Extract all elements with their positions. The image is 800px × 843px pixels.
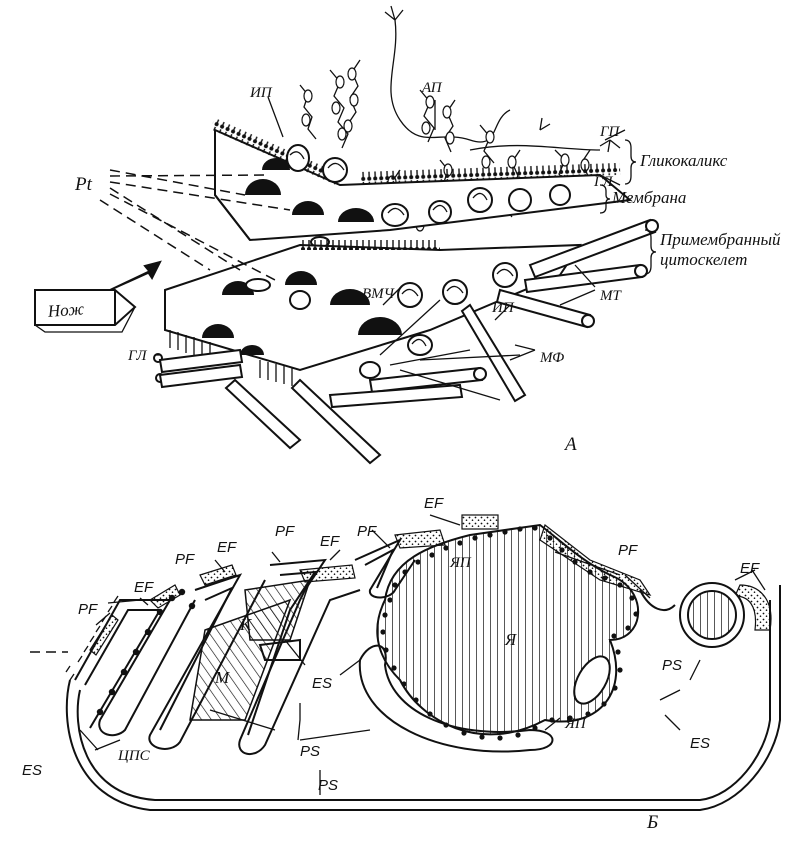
vmch-label: ВМЧ bbox=[362, 286, 396, 302]
glycocalyx-label: Гликокаликс bbox=[639, 151, 728, 170]
ps-bottom-label: PS bbox=[318, 777, 338, 794]
gl-right-label: ГЛ bbox=[593, 174, 613, 190]
ip-bottom-label: ИП bbox=[491, 300, 515, 316]
ef-2-label: EF bbox=[217, 539, 237, 556]
right-vesicle bbox=[679, 582, 745, 648]
yap-top-label: ЯП bbox=[449, 555, 472, 571]
label-braces bbox=[155, 96, 657, 361]
nucleus bbox=[376, 523, 640, 736]
ap-label: АП bbox=[421, 80, 443, 96]
pf-5-label: PF bbox=[618, 542, 638, 559]
ip-top-label: ИП bbox=[249, 85, 273, 101]
knife bbox=[34, 260, 162, 333]
gp-label: ГП bbox=[599, 124, 621, 140]
k-label: К bbox=[239, 615, 253, 634]
ps-fold bbox=[358, 644, 554, 753]
es-mid-label: ES bbox=[312, 675, 332, 692]
ef-3-label: EF bbox=[320, 533, 340, 550]
k-region bbox=[244, 579, 312, 641]
cps-ticks bbox=[65, 595, 119, 681]
es-left-label: ES bbox=[22, 762, 42, 779]
panel-a-letter: А bbox=[563, 434, 577, 455]
panel-b-illustration: EF EF EF EF EF PF PF PF PF PF ЯП ЯП Я К … bbox=[22, 495, 781, 833]
cps-particles bbox=[96, 588, 196, 716]
knife-label: Нож bbox=[46, 299, 85, 321]
gl-left-label: ГЛ bbox=[127, 348, 147, 364]
panel-b-leaders bbox=[79, 514, 766, 795]
microfilaments bbox=[379, 299, 521, 401]
pt-leader-lines bbox=[99, 169, 291, 281]
ps-right-label: PS bbox=[662, 657, 682, 674]
pf-2-label: PF bbox=[175, 551, 195, 568]
ef-1-label: EF bbox=[134, 579, 154, 596]
panel-a-illustration: Pt Нож ИП АП ГП ГЛ Гликокаликс Мембрана … bbox=[34, 5, 781, 465]
es-right-label: ES bbox=[690, 735, 710, 752]
cytoskeleton-label-2: цитоскелет bbox=[660, 250, 747, 269]
yap-bottom-label: ЯП bbox=[564, 716, 587, 732]
cps-label: ЦПС bbox=[117, 748, 151, 764]
mf-label: МФ bbox=[539, 350, 564, 366]
cell-outline bbox=[65, 585, 781, 811]
nucleus-inner-vesicle bbox=[573, 655, 611, 705]
pf-1-label: PF bbox=[78, 601, 98, 618]
cytoskeleton-rods bbox=[158, 218, 659, 465]
membrane-label: Мембрана bbox=[611, 188, 686, 207]
pf-3-label: PF bbox=[275, 523, 295, 540]
upper-membrane-block bbox=[210, 118, 633, 248]
cytoskeleton-label-1: Примембранный bbox=[659, 230, 781, 249]
nucleus-label: Я bbox=[504, 630, 517, 649]
pt-label: Pt bbox=[74, 174, 93, 195]
panel-b-labels: EF EF EF EF EF PF PF PF PF PF ЯП ЯП Я К … bbox=[22, 495, 760, 833]
mt-label: МТ bbox=[599, 288, 622, 304]
ps-mid-label: PS bbox=[300, 743, 320, 760]
m-label: М bbox=[214, 668, 230, 687]
ef-4-label: EF bbox=[424, 495, 444, 512]
pf-4-label: PF bbox=[357, 523, 377, 540]
panel-b-letter: Б bbox=[646, 812, 658, 833]
stippled-faces bbox=[89, 514, 772, 656]
panel-a-labels: Pt Нож ИП АП ГП ГЛ Гликокаликс Мембрана … bbox=[46, 80, 781, 455]
ef-5-label: EF bbox=[740, 560, 760, 577]
